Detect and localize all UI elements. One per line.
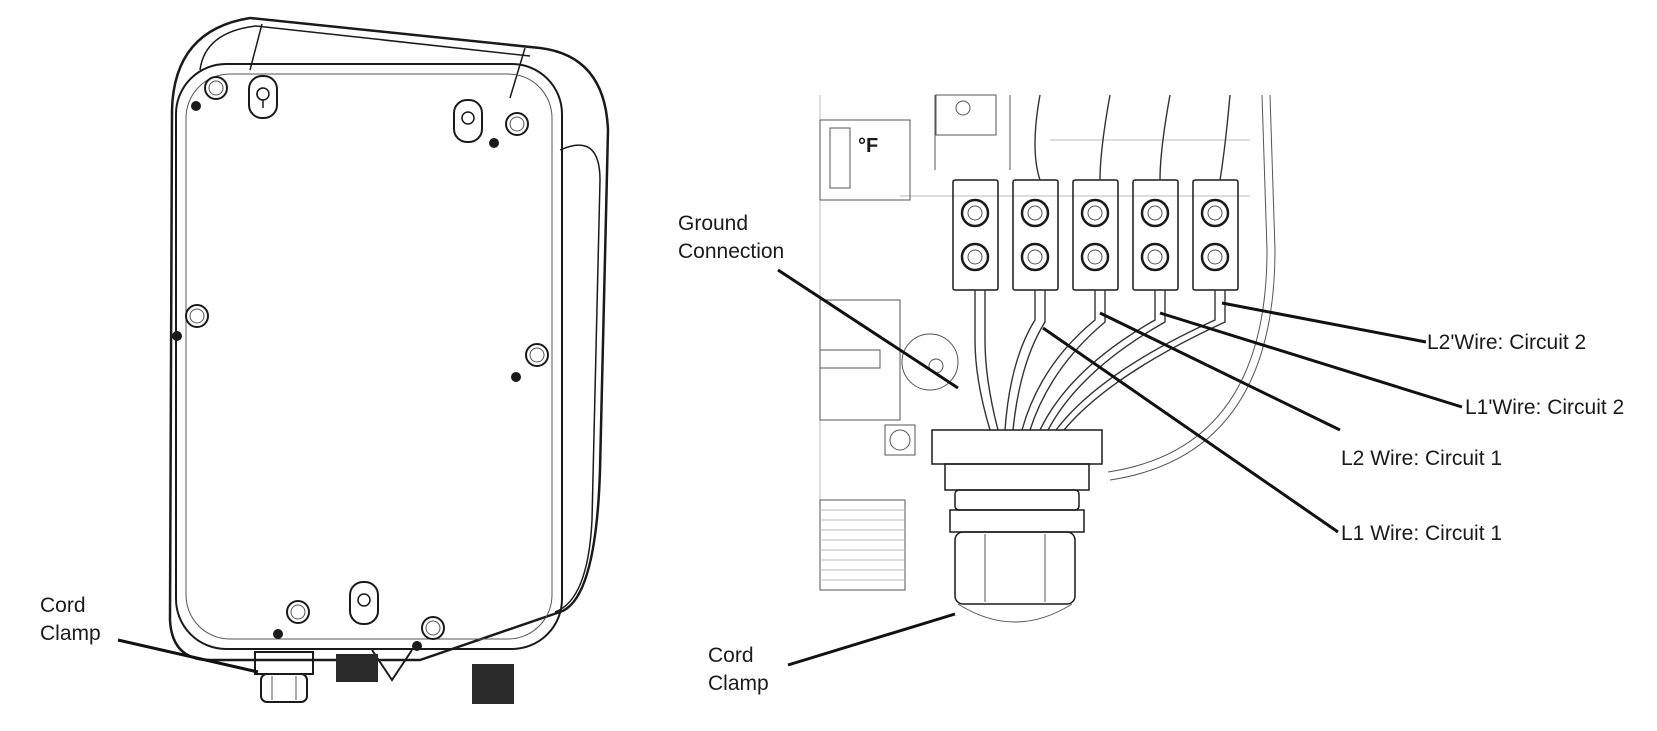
enclosure-back-view: [168, 16, 610, 704]
threaded-port: [472, 664, 514, 704]
threaded-port: [336, 654, 378, 682]
fahrenheit-unit: °F: [858, 135, 878, 157]
l1-wire-leader: [1042, 326, 1339, 534]
wiring-detail: °F: [819, 94, 1276, 623]
cord-clamp-label-line2-right: Clamp: [708, 672, 769, 695]
l1-wire-label: L1 Wire: Circuit 1: [1341, 522, 1502, 545]
temperature-dial: °F: [819, 94, 997, 201]
cord-clamp-leader: [117, 638, 259, 674]
ground-terminal: [884, 333, 959, 456]
screws: [172, 101, 521, 651]
keyhole-slots: [248, 75, 483, 625]
cord-clamp-left-figure: [254, 651, 314, 703]
ground-connection-leader: [777, 268, 959, 390]
l1-prime-wire-label: L1'Wire: Circuit 2: [1465, 396, 1624, 419]
threaded-conduit: [819, 299, 906, 591]
l1-prime-wire-leader: [1159, 311, 1463, 409]
cord-clamp-label-line1: Cord: [40, 594, 86, 617]
ground-connection-label-line2: Connection: [678, 240, 784, 263]
cord-clamp-leader-right: [787, 612, 956, 667]
mounting-holes: [185, 76, 549, 640]
cord-clamp-label-line1-right: Cord: [708, 644, 754, 667]
back-plate: [175, 63, 563, 650]
cord-clamp-gland: [931, 429, 1103, 623]
l2-prime-wire-label: L2'Wire: Circuit 2: [1427, 331, 1586, 354]
l2-wire-label: L2 Wire: Circuit 1: [1341, 447, 1502, 470]
ground-connection-label-line1: Ground: [678, 212, 748, 235]
l2-wire-leader: [1099, 311, 1341, 432]
l2-prime-wire-leader: [1221, 301, 1427, 344]
cord-clamp-label-line2: Clamp: [40, 622, 101, 645]
